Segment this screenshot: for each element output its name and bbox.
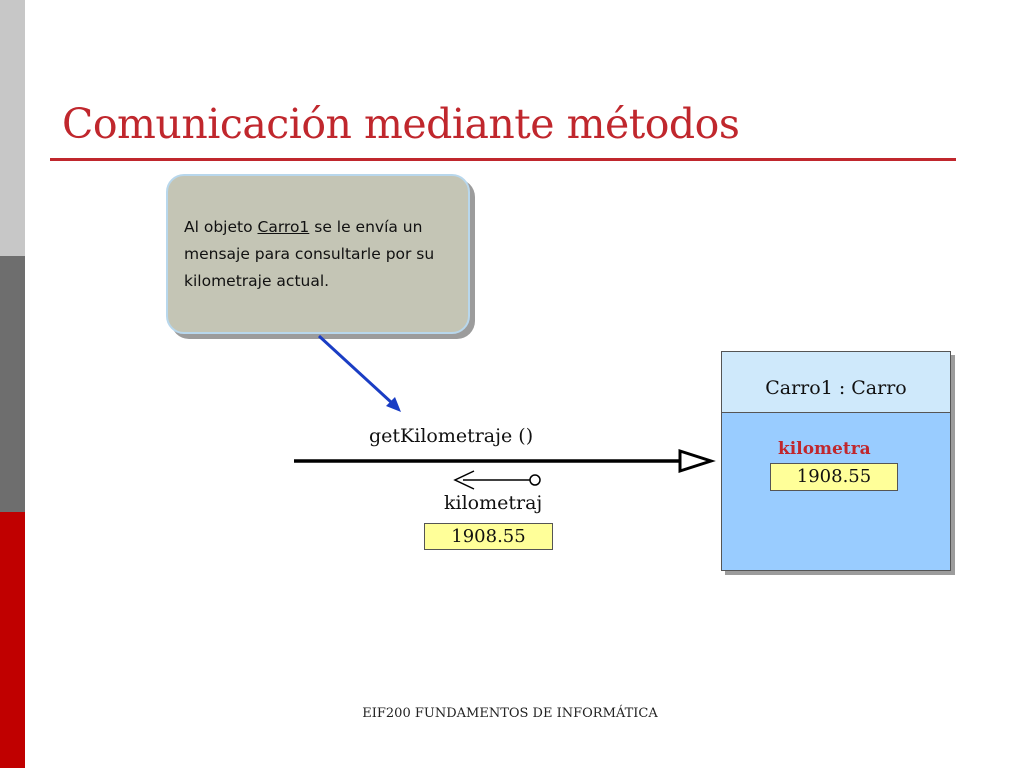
message-label: getKilometraje () xyxy=(369,425,534,447)
footer-text: EIF200 FUNDAMENTOS DE INFORMÁTICA xyxy=(362,706,658,721)
callout-text-before: Al objeto xyxy=(184,218,258,236)
sidebar-decoration xyxy=(0,0,25,768)
callout-text-after: se le envía un mensaje para consultarle … xyxy=(184,218,435,290)
title-underline xyxy=(50,158,956,161)
pointer-arrow-head xyxy=(386,397,401,412)
attribute-name: kilometra xyxy=(778,439,871,459)
callout-box: Al objeto Carro1 se le envía un mensaje … xyxy=(166,174,470,334)
attribute-value-box: 1908.55 xyxy=(770,463,898,491)
return-label: kilometraj xyxy=(444,492,543,514)
return-value-box: 1908.55 xyxy=(424,523,553,550)
slide-footer: EIF200 FUNDAMENTOS DE INFORMÁTICA xyxy=(0,706,1024,721)
sidebar-segment-dark xyxy=(0,256,25,512)
object-body xyxy=(721,412,951,571)
slide-title: Comunicación mediante métodos xyxy=(62,100,740,148)
sidebar-segment-red xyxy=(0,512,25,768)
callout-object-ref: Carro1 xyxy=(257,218,310,236)
object-header: Carro1 : Carro xyxy=(721,351,951,413)
return-arrow-head xyxy=(453,470,475,490)
object-box: Carro1 : Carro xyxy=(721,351,951,571)
pointer-arrow-line xyxy=(317,334,394,405)
message-arrow-head xyxy=(678,448,716,474)
return-arrow-origin xyxy=(529,474,541,486)
sidebar-segment-light xyxy=(0,0,25,256)
